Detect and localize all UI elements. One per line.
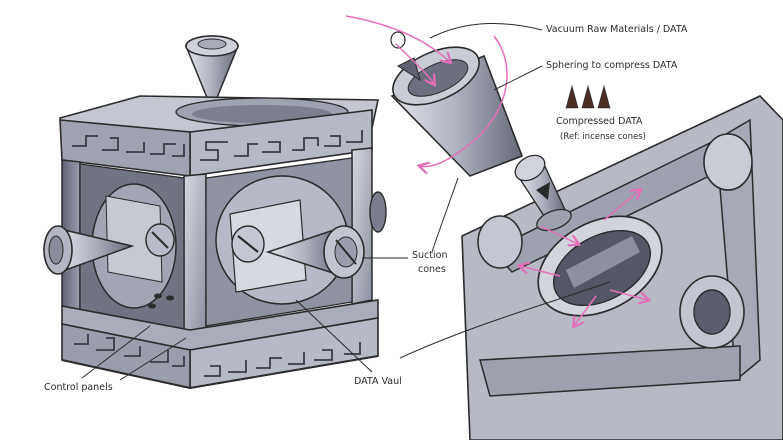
control-panel-knob-front <box>231 225 265 263</box>
label-control-panels: Control panels <box>44 382 113 393</box>
data-vault-cube <box>43 35 387 390</box>
label-sphering: Sphering to compress DATA <box>546 60 678 71</box>
suction-cone-left <box>43 225 135 275</box>
label-raw-materials: Vacuum Raw Materials / DATA <box>546 24 688 35</box>
suction-cone-front <box>265 225 365 279</box>
control-panel-knob-left <box>145 223 175 257</box>
label-incense-reference: (Ref: incense cones) <box>560 132 646 142</box>
label-suction-cones-2: cones <box>418 264 446 275</box>
vault-closeup <box>461 95 783 440</box>
compressed-data-feeder <box>514 154 572 232</box>
top-suction-cone <box>184 35 240 112</box>
flow-arrows <box>345 15 648 326</box>
incense-cones <box>565 84 611 109</box>
leader-lines-left <box>81 257 408 381</box>
leader-lines-right <box>399 22 611 359</box>
label-compressed-data: Compressed DATA <box>556 116 643 127</box>
suction-cone-right <box>369 191 387 233</box>
label-data-vault: DATA Vaul <box>354 376 402 387</box>
label-suction-cones-1: Suction <box>412 250 448 261</box>
